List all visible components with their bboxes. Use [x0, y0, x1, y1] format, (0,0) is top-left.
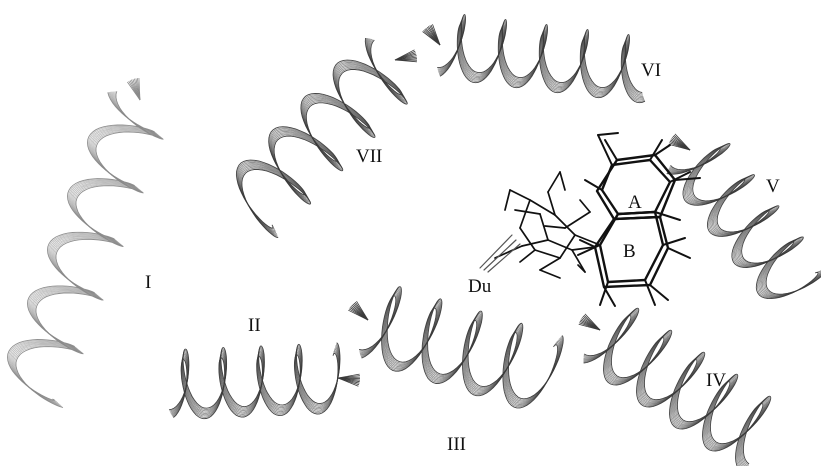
ring-label-B: B: [623, 241, 636, 262]
helix-label-III: III: [447, 434, 466, 455]
helix-label-V: V: [766, 176, 780, 197]
helix-label-VI: VI: [641, 60, 661, 81]
dummy-atom-label: Du: [468, 276, 492, 297]
helix-label-IV: IV: [706, 370, 726, 391]
helix-label-I: I: [145, 272, 151, 293]
helix-label-II: II: [248, 315, 261, 336]
ring-label-A: A: [628, 192, 642, 213]
helix-label-VII: VII: [356, 146, 382, 167]
